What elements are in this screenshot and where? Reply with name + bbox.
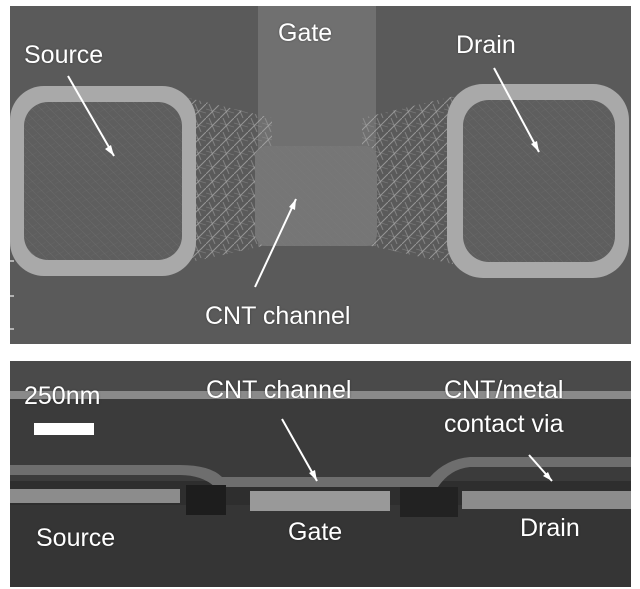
- cnt-channel-label-bottom: CNT channel: [206, 376, 352, 404]
- source-electrode: [10, 489, 180, 503]
- drain-arrow: [493, 67, 540, 153]
- gate-electrode: [250, 491, 390, 511]
- source-label-bottom: Source: [36, 524, 116, 552]
- contact-via-label-line1: CNT/metal: [444, 376, 564, 404]
- bottom-sem-crosssection: 250nm CNT channel CNT/metal contact via …: [10, 361, 631, 587]
- cnt-channel-label: CNT channel: [205, 302, 351, 330]
- cnt-mesh-right: [362, 96, 455, 264]
- cnt-layer: [10, 457, 631, 487]
- cnt-channel-arrow-bottom: [281, 418, 318, 482]
- drain-label-bottom: Drain: [520, 514, 580, 542]
- scale-bar: [34, 423, 94, 435]
- top-sem-micrograph: Gate Source Drain CNT channel: [10, 6, 631, 344]
- scale-bar-label: 250nm: [24, 382, 101, 410]
- gate-label-bottom: Gate: [288, 518, 343, 546]
- cnt-channel-arrow: [254, 198, 297, 288]
- source-label: Source: [24, 41, 104, 69]
- cnt-mesh-left: [180, 96, 272, 264]
- source-arrow: [67, 75, 115, 157]
- drain-electrode: [462, 491, 631, 509]
- contact-via-label-line2: contact via: [444, 410, 564, 438]
- drain-label: Drain: [456, 31, 516, 59]
- bottom-sem-image: [10, 361, 631, 587]
- gate-label: Gate: [278, 19, 333, 47]
- top-sem-image: [10, 6, 631, 344]
